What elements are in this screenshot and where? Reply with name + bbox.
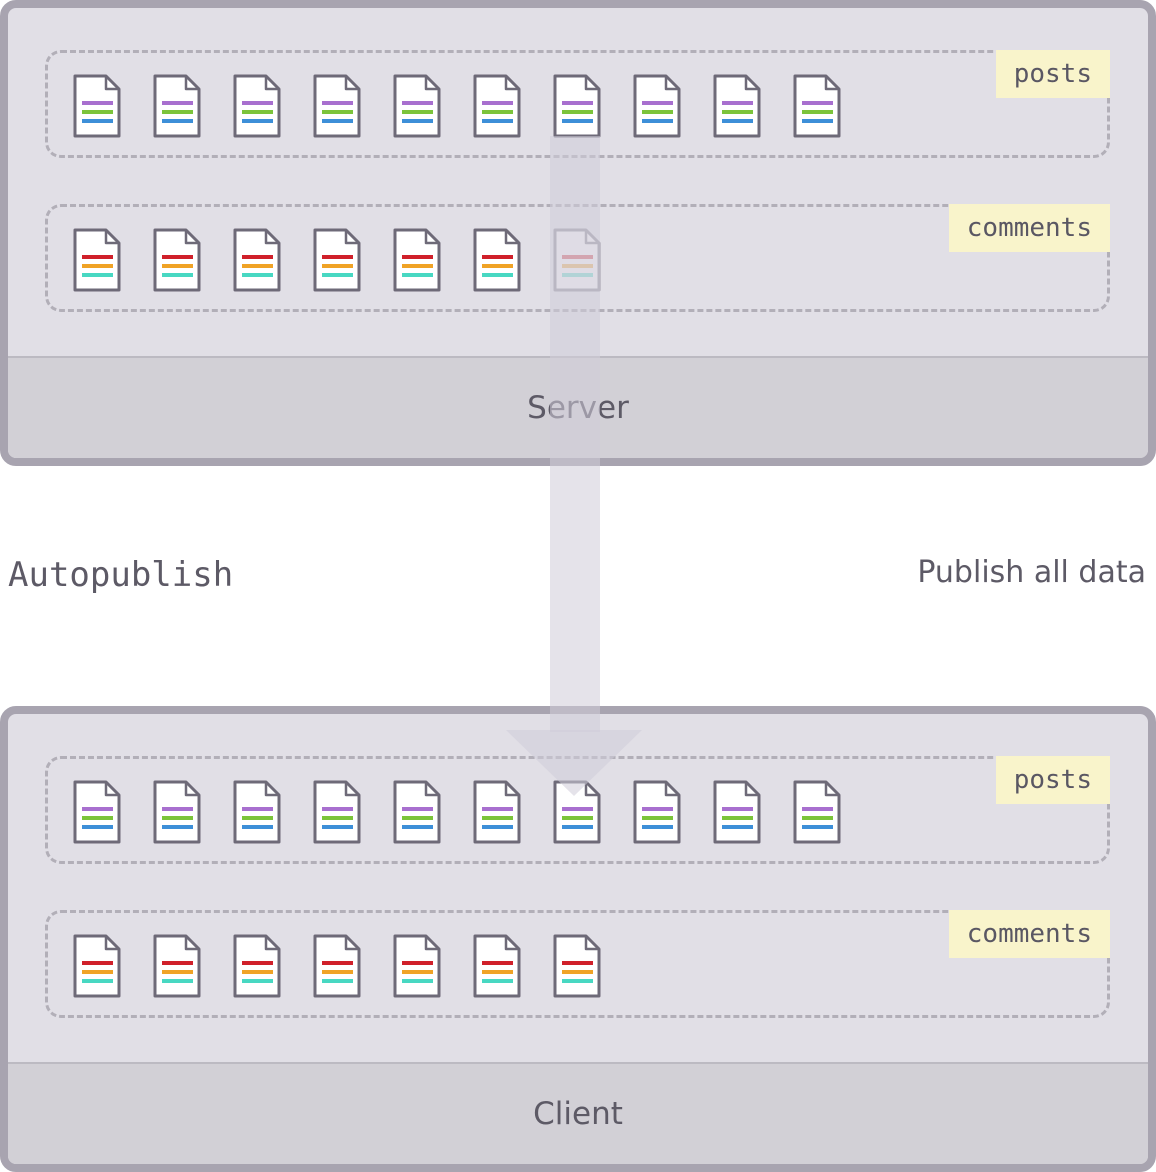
document-icon bbox=[393, 934, 441, 998]
collection-tag: comments bbox=[948, 204, 1110, 252]
document-icon bbox=[633, 74, 681, 138]
client-posts-collection: posts bbox=[45, 756, 1110, 864]
document-row bbox=[72, 73, 842, 139]
document-icon bbox=[153, 228, 201, 292]
client-label: Client bbox=[8, 1062, 1148, 1164]
publish-all-data-label: Publish all data bbox=[917, 555, 1146, 590]
document-row bbox=[72, 933, 602, 999]
document-icon bbox=[393, 228, 441, 292]
document-icon bbox=[633, 780, 681, 844]
client-comments-collection: comments bbox=[45, 910, 1110, 1018]
document-icon bbox=[473, 228, 521, 292]
document-icon bbox=[713, 74, 761, 138]
document-icon bbox=[73, 780, 121, 844]
document-icon bbox=[553, 780, 601, 844]
collection-tag: posts bbox=[995, 50, 1110, 98]
document-icon bbox=[73, 934, 121, 998]
document-icon bbox=[473, 74, 521, 138]
document-row bbox=[72, 779, 842, 845]
document-icon bbox=[713, 780, 761, 844]
document-icon bbox=[393, 780, 441, 844]
document-icon bbox=[473, 780, 521, 844]
document-icon bbox=[393, 74, 441, 138]
document-icon bbox=[553, 74, 601, 138]
document-icon bbox=[153, 780, 201, 844]
autopublish-label: Autopublish bbox=[8, 555, 234, 595]
collection-tag: posts bbox=[995, 756, 1110, 804]
arrow-down-icon bbox=[506, 136, 642, 796]
collection-tag: comments bbox=[948, 910, 1110, 958]
document-icon bbox=[233, 934, 281, 998]
document-icon bbox=[553, 934, 601, 998]
document-icon bbox=[233, 780, 281, 844]
document-icon bbox=[153, 74, 201, 138]
document-icon bbox=[233, 74, 281, 138]
client-panel: posts comments Client bbox=[0, 706, 1156, 1172]
document-icon bbox=[793, 74, 841, 138]
document-icon bbox=[73, 228, 121, 292]
document-icon bbox=[313, 74, 361, 138]
document-icon bbox=[313, 228, 361, 292]
document-icon bbox=[313, 780, 361, 844]
document-icon bbox=[73, 74, 121, 138]
document-icon bbox=[313, 934, 361, 998]
document-icon bbox=[793, 780, 841, 844]
document-icon bbox=[153, 934, 201, 998]
document-icon bbox=[473, 934, 521, 998]
document-icon bbox=[233, 228, 281, 292]
